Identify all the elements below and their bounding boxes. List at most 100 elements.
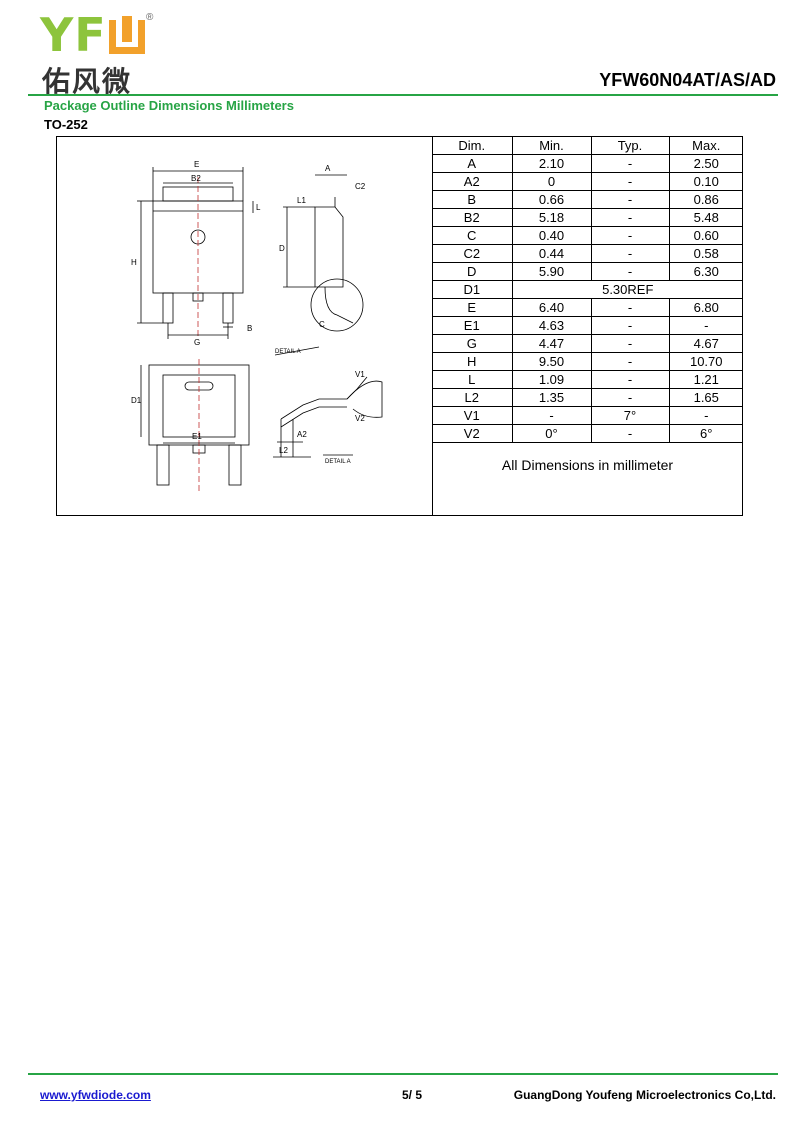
cell-max: 2.50 xyxy=(668,154,743,173)
cell-min: 4.63 xyxy=(511,316,592,335)
logo-letters: YF xyxy=(40,12,145,58)
cell-dim: C xyxy=(432,226,513,245)
cell-dim: B xyxy=(432,190,513,209)
label-detail-a-2: DETAIL A xyxy=(325,459,351,465)
outline-frame: E B2 H L G B A C2 D L1 C DETAIL A D1 E1 … xyxy=(56,136,743,516)
cell-typ: - xyxy=(590,262,670,281)
cell-min: 6.40 xyxy=(511,298,592,317)
cell-min: 0.44 xyxy=(511,244,592,263)
section-title: Package Outline Dimensions Millimeters xyxy=(44,98,294,113)
logo-chinese-name: 佑风微 xyxy=(42,65,133,98)
side-body xyxy=(314,206,344,288)
cell-min: 5.90 xyxy=(511,262,592,281)
cell-max: 1.21 xyxy=(668,370,743,389)
label-B2: B2 xyxy=(191,174,201,183)
cell-min: 0.66 xyxy=(511,190,592,209)
header-min: Min. xyxy=(511,137,592,155)
cell-min: 0.40 xyxy=(511,226,592,245)
label-G: G xyxy=(194,338,200,347)
label-L: L xyxy=(256,203,261,212)
cell-typ: - xyxy=(590,352,670,371)
cell-dim: D xyxy=(432,262,513,281)
label-A: A xyxy=(325,164,331,173)
cell-max: 5.48 xyxy=(668,208,743,227)
cell-typ: - xyxy=(590,334,670,353)
cell-min: 0 xyxy=(511,172,592,191)
label-C: C xyxy=(319,320,325,329)
bottom-lead-right xyxy=(228,444,242,486)
detail-lead xyxy=(280,376,368,420)
cell-typ: - xyxy=(590,388,670,407)
cell-max: 10.70 xyxy=(668,352,743,371)
footer-company-name: GuangDong Youfeng Microelectronics Co,Lt… xyxy=(513,1088,776,1102)
cell-typ: - xyxy=(590,298,670,317)
cell-max: 4.67 xyxy=(668,334,743,353)
cell-dim: C2 xyxy=(432,244,513,263)
cell-dim: V1 xyxy=(432,406,513,425)
cell-typ: - xyxy=(590,154,670,173)
cell-dim: E1 xyxy=(432,316,513,335)
cell-min: 9.50 xyxy=(511,352,592,371)
label-H: H xyxy=(131,258,137,267)
label-detail-a-1: DETAIL A xyxy=(275,349,301,355)
cell-max: 0.10 xyxy=(668,172,743,191)
label-D: D xyxy=(279,244,285,253)
cell-typ: - xyxy=(590,208,670,227)
detail-circle xyxy=(310,278,364,332)
part-number: YFW60N04AT/AS/AD xyxy=(599,70,776,90)
label-L2: L2 xyxy=(279,446,288,455)
cell-typ: - xyxy=(590,316,670,335)
cell-typ: - xyxy=(590,244,670,263)
label-V1: V1 xyxy=(355,370,365,379)
cell-max: - xyxy=(668,316,743,335)
table-header-row: Dim. Min. Typ. Max. xyxy=(432,137,743,155)
cell-typ: - xyxy=(590,424,670,443)
bottom-lead-left xyxy=(156,444,170,486)
cell-typ: - xyxy=(590,172,670,191)
top-lead-mid xyxy=(192,292,204,302)
cell-dim: G xyxy=(432,334,513,353)
table-row: V1-7°- xyxy=(432,406,743,425)
header-typ: Typ. xyxy=(590,137,670,155)
header-dim: Dim. xyxy=(432,137,513,155)
cell-min: 1.35 xyxy=(511,388,592,407)
cell-min: 4.47 xyxy=(511,334,592,353)
logo-u-mark xyxy=(108,16,145,54)
registered-mark: ® xyxy=(146,12,154,23)
top-lead-left xyxy=(162,292,174,324)
label-D1: D1 xyxy=(131,396,142,405)
footer-website-link[interactable]: www.yfwdiode.com xyxy=(40,1088,151,1102)
header-divider xyxy=(28,94,778,96)
cell-typ: 7° xyxy=(590,406,670,425)
header-max: Max. xyxy=(668,137,743,155)
cell-max: 6.80 xyxy=(668,298,743,317)
cell-dim: A xyxy=(432,154,513,173)
cell-min: 2.10 xyxy=(511,154,592,173)
cell-max: - xyxy=(668,406,743,425)
package-drawing: E B2 H L G B A C2 D L1 C DETAIL A D1 E1 … xyxy=(57,137,433,515)
cell-max: 0.86 xyxy=(668,190,743,209)
label-B: B xyxy=(247,324,252,333)
cell-typ: - xyxy=(590,370,670,389)
cell-min: 5.18 xyxy=(511,208,592,227)
label-C2: C2 xyxy=(355,182,366,191)
cell-dim: B2 xyxy=(432,208,513,227)
cell-max: 6.30 xyxy=(668,262,743,281)
cell-min: 0° xyxy=(511,424,592,443)
package-name: TO-252 xyxy=(44,117,88,132)
cell-min: 1.09 xyxy=(511,370,592,389)
